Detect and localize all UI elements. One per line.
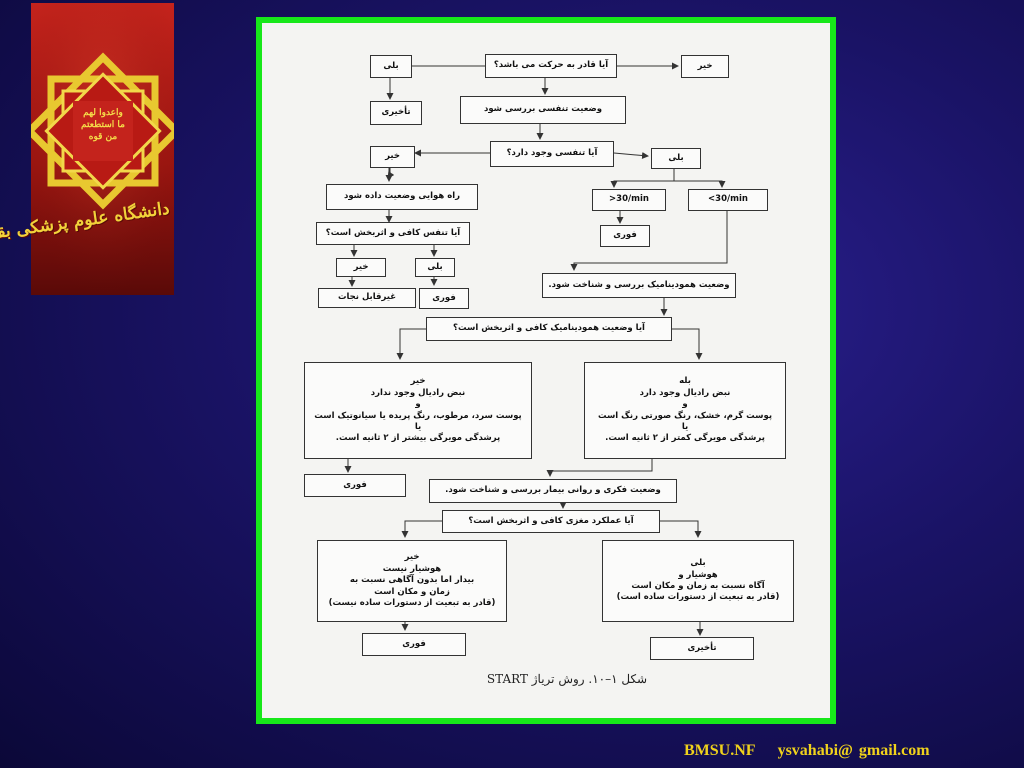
footer-email: ysvahabi@ gmail.com xyxy=(777,742,930,759)
node-assess-mental: وضعیت فکری و روانی بیمار بررسی و شناخت ش… xyxy=(429,479,677,503)
mental-yes-line: هوشیار و xyxy=(678,569,718,580)
node-hemodynamics-question: آیا وضعیت همودینامیک کافی و اثربخش است؟ xyxy=(426,317,672,341)
node-immediate-hemodynamics: فوری xyxy=(304,474,406,497)
node-unsalvageable: غیرقابل نجات xyxy=(318,288,416,308)
hemo-yes-line: و xyxy=(682,399,688,410)
node-immediate-airway-label: فوری xyxy=(432,292,456,303)
hemo-no-line: یا xyxy=(414,421,422,432)
node-open-airway: راه هوایی وضعیت داده شود xyxy=(326,184,478,210)
node-delayed-bottom-label: تأخیری xyxy=(687,642,717,653)
node-walk-no-label: خیر xyxy=(697,60,713,71)
node-open-airway-label: راه هوایی وضعیت داده شود xyxy=(343,191,461,202)
node-hemodynamics-question-label: آیا وضعیت همودینامیک کافی و اثربخش است؟ xyxy=(453,323,645,334)
mental-yes-line: (قادر به تبعیت از دستورات ساده است) xyxy=(616,592,780,603)
node-breath-yes-label: بلی xyxy=(668,152,684,163)
hemo-no-line: پوست سرد، مرطوب، رنگ پریده یا سیانوتیک ا… xyxy=(314,410,522,421)
node-hemodynamics-no: خیر نبض رادیال وجود ندارد و پوست سرد، مر… xyxy=(304,362,532,459)
hemo-no-line: خیر xyxy=(410,376,426,387)
node-breath-yes: بلی xyxy=(651,148,701,169)
node-rate-under-30: <30/min xyxy=(688,189,768,211)
node-immediate-hemodynamics-label: فوری xyxy=(343,479,367,490)
node-unsalvageable-label: غیرقابل نجات xyxy=(337,292,397,303)
mental-yes-line: بلی xyxy=(690,558,706,569)
node-check-breathing-label: وضعیت تنفسی بررسی شود xyxy=(483,104,603,115)
mental-no-line: زمان و مکان است xyxy=(374,586,450,597)
node-mental-question: آیا عملکرد مغزی کافی و اثربخش است؟ xyxy=(442,510,660,533)
hemo-no-line: و xyxy=(415,399,421,410)
node-delayed-top: تأخیری xyxy=(370,101,422,125)
footer-credits: BMSU.NF ysvahabi@ gmail.com xyxy=(684,742,930,760)
node-rate-over-30-label: >30/min xyxy=(609,194,649,205)
hemo-yes-line: پوست گرم، خشک، رنگ صورتی رنگ است xyxy=(597,410,773,421)
node-breath-no: خیر xyxy=(370,146,415,168)
node-walk-yes-label: بلی xyxy=(383,60,399,71)
emblem-line-2: ما استطعتم xyxy=(81,120,125,131)
node-immediate-rate: فوری xyxy=(600,225,650,247)
node-walk-yes: بلی xyxy=(370,55,412,78)
emblem-inscription: واعدوا لهم ما استطعتم من قوه xyxy=(67,107,139,143)
node-can-walk: آیا قادر به حرکت می باشد؟ xyxy=(485,54,617,78)
node-can-walk-label: آیا قادر به حرکت می باشد؟ xyxy=(493,60,609,71)
node-delayed-bottom: تأخیری xyxy=(650,637,754,660)
node-check-breathing: وضعیت تنفسی بررسی شود xyxy=(460,96,626,124)
node-breathing-question-label: آیا تنفسی وجود دارد؟ xyxy=(506,148,598,159)
node-delayed-top-label: تأخیری xyxy=(381,107,411,118)
node-breath-no-label: خیر xyxy=(385,151,400,162)
node-hemodynamics-yes: بله نبض رادیال وجود دارد و پوست گرم، خشک… xyxy=(584,362,786,459)
node-rate-over-30: >30/min xyxy=(592,189,666,211)
footer-org: BMSU.NF xyxy=(684,742,756,759)
node-adequate-breathing-question: آیا تنفس کافی و اثربخش است؟ xyxy=(316,222,470,245)
hemo-yes-line: پرشدگی مویرگی کمتر از ۲ ثانیه است. xyxy=(605,433,765,444)
mental-no-line: بیدار اما بدون آگاهی نسبت به xyxy=(349,575,475,586)
flowchart-page: آیا قادر به حرکت می باشد؟ بلی خیر تأخیری… xyxy=(262,23,830,718)
node-assess-hemodynamics-label: وضعیت همودینامیک بررسی و شناخت شود. xyxy=(548,279,730,290)
flowchart-frame: آیا قادر به حرکت می باشد؟ بلی خیر تأخیری… xyxy=(256,17,836,724)
hemo-yes-line: یا xyxy=(681,421,689,432)
university-logo-panel: واعدوا لهم ما استطعتم من قوه دانشگاه علو… xyxy=(0,3,174,295)
university-emblem-icon xyxy=(31,3,174,295)
mental-no-line: (قادر به تبعیت از دستورات ساده نیست) xyxy=(328,598,496,609)
node-adequate-no-label: خیر xyxy=(353,261,369,272)
node-immediate-airway: فوری xyxy=(419,288,469,309)
node-adequate-yes-label: بلی xyxy=(427,261,443,272)
node-immediate-mental: فوری xyxy=(362,633,466,656)
emblem-line-3: من قوه xyxy=(88,132,118,143)
flowchart-connectors xyxy=(344,62,728,636)
node-immediate-mental-label: فوری xyxy=(402,638,426,649)
hemo-no-line: پرشدگی مویرگی بیشتر از ۲ ثانیه است. xyxy=(335,433,501,444)
emblem-line-1: واعدوا لهم xyxy=(83,108,123,118)
mental-no-line: خیر xyxy=(404,552,420,563)
node-assess-hemodynamics: وضعیت همودینامیک بررسی و شناخت شود. xyxy=(542,273,736,298)
figure-caption: شکل ۱–۱۰. روش تریاژ START xyxy=(486,672,648,686)
node-mental-yes: بلی هوشیار و آگاه نسبت به زمان و مکان اس… xyxy=(602,540,794,622)
node-mental-question-label: آیا عملکرد مغزی کافی و اثربخش است؟ xyxy=(468,515,634,526)
node-adequate-no: خیر xyxy=(336,258,386,277)
node-rate-under-30-label: <30/min xyxy=(708,194,748,205)
hemo-yes-line: نبض رادیال وجود دارد xyxy=(639,387,731,398)
hemo-no-line: نبض رادیال وجود ندارد xyxy=(370,387,466,398)
node-mental-no: خیر هوشیار نیست بیدار اما بدون آگاهی نسب… xyxy=(317,540,507,622)
mental-no-line: هوشیار نیست xyxy=(382,563,442,574)
hemo-yes-line: بله xyxy=(679,376,691,387)
mental-yes-line: آگاه نسبت به زمان و مکان است xyxy=(631,581,765,591)
node-adequate-yes: بلی xyxy=(415,258,455,277)
node-immediate-rate-label: فوری xyxy=(613,230,637,241)
node-adequate-breathing-question-label: آیا تنفس کافی و اثربخش است؟ xyxy=(325,227,461,238)
node-breathing-question: آیا تنفسی وجود دارد؟ xyxy=(490,141,614,167)
node-walk-no: خیر xyxy=(681,55,729,78)
node-assess-mental-label: وضعیت فکری و روانی بیمار بررسی و شناخت ش… xyxy=(445,485,661,496)
